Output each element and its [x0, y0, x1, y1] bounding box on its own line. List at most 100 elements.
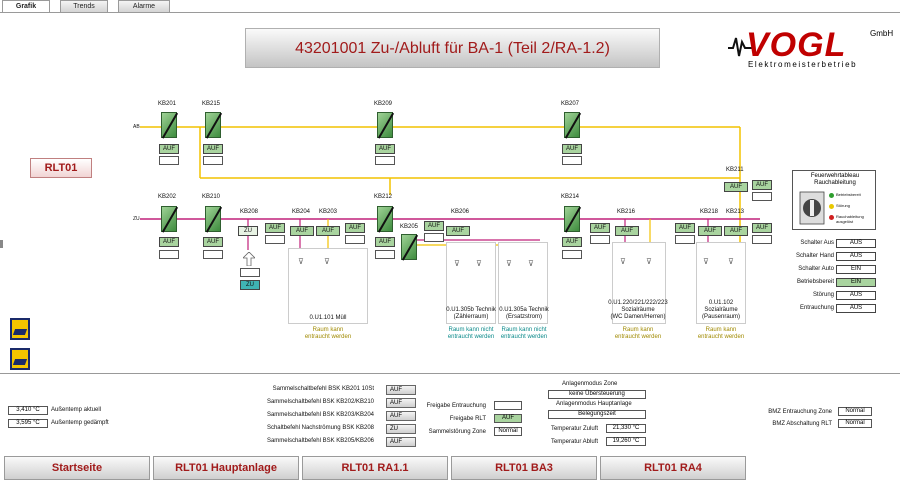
rlt01-button[interactable]: RLT01	[30, 158, 92, 178]
status-stoerung-label: Störung	[812, 292, 834, 298]
status-schalter-aus-value: AUS	[836, 239, 876, 248]
kb211-state: AUF	[724, 182, 748, 192]
anlagenmodus-haupt-label: Anlagenmodus Hauptanlage	[556, 401, 632, 407]
bottom-separator	[0, 373, 900, 374]
room-pausenraum-fan2-icon: ⊽	[728, 257, 734, 266]
left-collapse-handle[interactable]	[0, 240, 3, 248]
sammel-5-button[interactable]: AUF	[386, 437, 416, 447]
tab-trends[interactable]: Trends	[60, 0, 108, 12]
room-zaehler-fan-icon: ⊽	[454, 259, 460, 268]
kb201-damper-icon[interactable]	[161, 112, 177, 138]
kb210-damper-icon[interactable]	[205, 206, 221, 232]
room-pausenraum-name: 0.U1.102 Sozialräume (Pausenraum)	[701, 300, 740, 320]
kb206-state: AUF	[446, 226, 470, 236]
kb215-damper-icon[interactable]	[205, 112, 221, 138]
sammel-2-label: Sammelschaltbefehl BSK KB202/KB210	[266, 399, 374, 405]
temp-abluft-label: Temperatur Abluft	[550, 439, 598, 445]
kb218-label: KB218	[700, 209, 719, 215]
kb218-state: AUF	[698, 226, 722, 236]
room-zaehler-name: 0.U1.305b Technik (Zählerraum)	[446, 307, 496, 320]
sammel-5-label: Sammelschaltbefehl BSK KB205/KB206	[266, 438, 374, 444]
room-wc-name: 0.U1.220/221/222/223 Sozialräume (WC Dam…	[608, 300, 668, 320]
kb216-label: KB216	[617, 209, 636, 215]
kb203-side-state: AUF	[345, 223, 365, 233]
kb211-side-value	[752, 192, 772, 201]
temp-current-value: 3,410 °C	[8, 406, 48, 415]
kb208-value	[240, 268, 260, 277]
status-entrauchung-label: Entrauchung	[799, 305, 834, 311]
nav-rlt01-ra4-button[interactable]: RLT01 RA4	[600, 456, 746, 480]
room-zaehler-note: Raum kann nicht entraucht werden	[447, 327, 495, 340]
room-zaehler	[446, 242, 496, 324]
sammel-4-label: Schaltbefehl Nachströmung BSK KB208	[266, 425, 374, 431]
tab-grafik[interactable]: Grafik	[2, 0, 50, 12]
logo-waveform-icon	[728, 37, 752, 57]
kb205-label: KB205	[400, 224, 419, 230]
kb202-damper-icon[interactable]	[161, 206, 177, 232]
kb210-state: AUF	[203, 237, 223, 247]
nav-rlt01-ra11-button[interactable]: RLT01 RA1.1	[302, 456, 448, 480]
kb204-side-state: AUF	[265, 223, 285, 233]
kb205-side-value	[424, 233, 444, 242]
temp-zuluft-value: 21,330 °C	[606, 424, 646, 433]
kb203-side-value	[345, 235, 365, 244]
kb202-value	[159, 250, 179, 259]
kb209-state: AUF	[375, 144, 395, 154]
logo-subtitle: Elektromeisterbetrieb	[748, 60, 858, 69]
kb205-damper-icon[interactable]	[401, 234, 417, 260]
kb216-state: AUF	[615, 226, 639, 236]
kb214-damper-icon[interactable]	[564, 206, 580, 232]
fire-shutter-icon[interactable]	[10, 318, 30, 340]
kb201-value	[159, 156, 179, 165]
kb207-damper-icon[interactable]	[564, 112, 580, 138]
kb210-value	[203, 250, 223, 259]
temp-abluft-value: 19,260 °C	[606, 437, 646, 446]
nav-startseite-button[interactable]: Startseite	[4, 456, 150, 480]
sammel-2-button[interactable]: AUF	[386, 398, 416, 408]
room-ersatzstrom-name: 0.U1.305a Technik (Ersatzstrom)	[499, 307, 549, 320]
room-wc-note: Raum kann entraucht werden	[614, 327, 662, 340]
status-schalter-auto-label: Schalter Auto	[798, 266, 834, 272]
kb206-label: KB206	[451, 209, 470, 215]
fire-shutter-2-icon[interactable]	[10, 348, 30, 370]
kb203-state: AUF	[316, 226, 340, 236]
kb204-state: AUF	[290, 226, 314, 236]
sammel-1-label: Sammelschaltbefehl BSK KB201 10St	[272, 386, 374, 392]
kb202-state: AUF	[159, 237, 179, 247]
room-wc-fan2-icon: ⊽	[646, 257, 652, 266]
kb201-state: AUF	[159, 144, 179, 154]
room-ersatzstrom-fan2-icon: ⊽	[528, 259, 534, 268]
kb210-label: KB210	[202, 194, 221, 200]
room-muell-fan-icon: ⊽	[298, 257, 304, 266]
status-schalter-aus-label: Schalter Aus	[800, 240, 834, 246]
room-muell	[288, 248, 368, 324]
sammel-1-button[interactable]: AUF	[386, 385, 416, 395]
sammelstoerung-zone-label: Sammelstörung Zone	[428, 429, 486, 435]
sammel-3-button[interactable]: AUF	[386, 411, 416, 421]
kb212-damper-icon[interactable]	[377, 206, 393, 232]
duct-label-zu: ZU	[133, 216, 140, 222]
temp-damped-label: Außentemp gedämpft	[51, 420, 109, 426]
nav-rlt01-hauptanlage-button[interactable]: RLT01 Hauptanlage	[153, 456, 299, 480]
nachstroemung-arrow-icon	[243, 252, 255, 266]
kb209-value	[375, 156, 395, 165]
kb207-value	[562, 156, 582, 165]
kb209-label: KB209	[374, 101, 393, 107]
room-muell-name: 0.U1.101 Müll	[309, 315, 347, 321]
anlagenmodus-zone-value: keine Übersteuerung	[548, 390, 646, 399]
room-wc	[612, 242, 666, 324]
kb209-damper-icon[interactable]	[377, 112, 393, 138]
room-wc-fan-icon: ⊽	[620, 257, 626, 266]
kb201-label: KB201	[158, 101, 177, 107]
kb208-state: ZU	[238, 226, 258, 236]
kb212-value	[375, 250, 395, 259]
sammel-4-button[interactable]: ZU	[386, 424, 416, 434]
bmz-abschaltung-label: BMZ Abschaltung RLT	[772, 421, 832, 427]
tab-alarme[interactable]: Alarme	[118, 0, 170, 12]
nav-rlt01-ba3-button[interactable]: RLT01 BA3	[451, 456, 597, 480]
freigabe-entrauchung-label: Freigabe Entrauchung	[426, 403, 486, 409]
kb216-side-state: AUF	[590, 223, 610, 233]
status-schalter-auto-value: EIN	[836, 265, 876, 274]
fw-key-switch-icon[interactable]	[799, 191, 825, 225]
bmz-entrauchung-label: BMZ Entrauchung Zone	[768, 409, 832, 415]
